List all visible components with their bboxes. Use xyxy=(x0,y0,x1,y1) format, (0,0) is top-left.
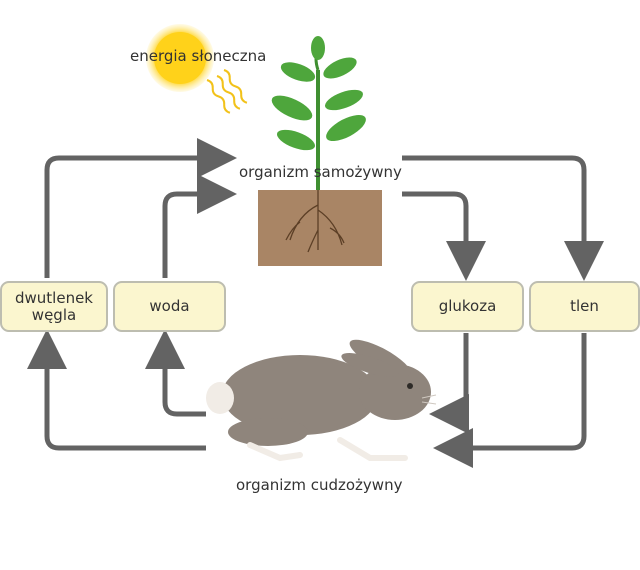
cycle-arrows xyxy=(27,138,604,468)
box-water: woda xyxy=(113,281,226,332)
arrow-water-to-plant xyxy=(162,174,237,278)
arrow-plant-to-glucose xyxy=(402,191,486,281)
sun-icon xyxy=(146,24,248,114)
box-water-label: woda xyxy=(149,297,190,315)
box-co2-line1: dwutlenek xyxy=(15,288,93,307)
box-glucose: glukoza xyxy=(411,281,524,332)
plant-icon xyxy=(258,36,382,266)
arrow-rabbit-to-co2 xyxy=(27,329,206,451)
box-oxygen-label: tlen xyxy=(570,297,599,315)
arrow-plant-to-oxygen xyxy=(402,155,604,281)
sun-label: energia słoneczna xyxy=(130,47,267,65)
box-glucose-label: glukoza xyxy=(438,297,497,315)
arrow-glucose-to-rabbit xyxy=(429,333,469,434)
arrow-rabbit-to-water xyxy=(145,329,206,417)
box-co2-line2: węgla xyxy=(31,305,77,324)
arrow-co2-to-plant xyxy=(44,138,237,278)
arrow-oxygen-to-rabbit xyxy=(433,333,587,468)
autotroph-label: organizm samożywny xyxy=(239,163,402,181)
heterotroph-label: organizm cudzożywny xyxy=(236,476,403,494)
rabbit-icon xyxy=(206,339,437,462)
box-oxygen: tlen xyxy=(529,281,640,332)
box-carbon-dioxide: dwutlenek węgla xyxy=(0,281,108,332)
